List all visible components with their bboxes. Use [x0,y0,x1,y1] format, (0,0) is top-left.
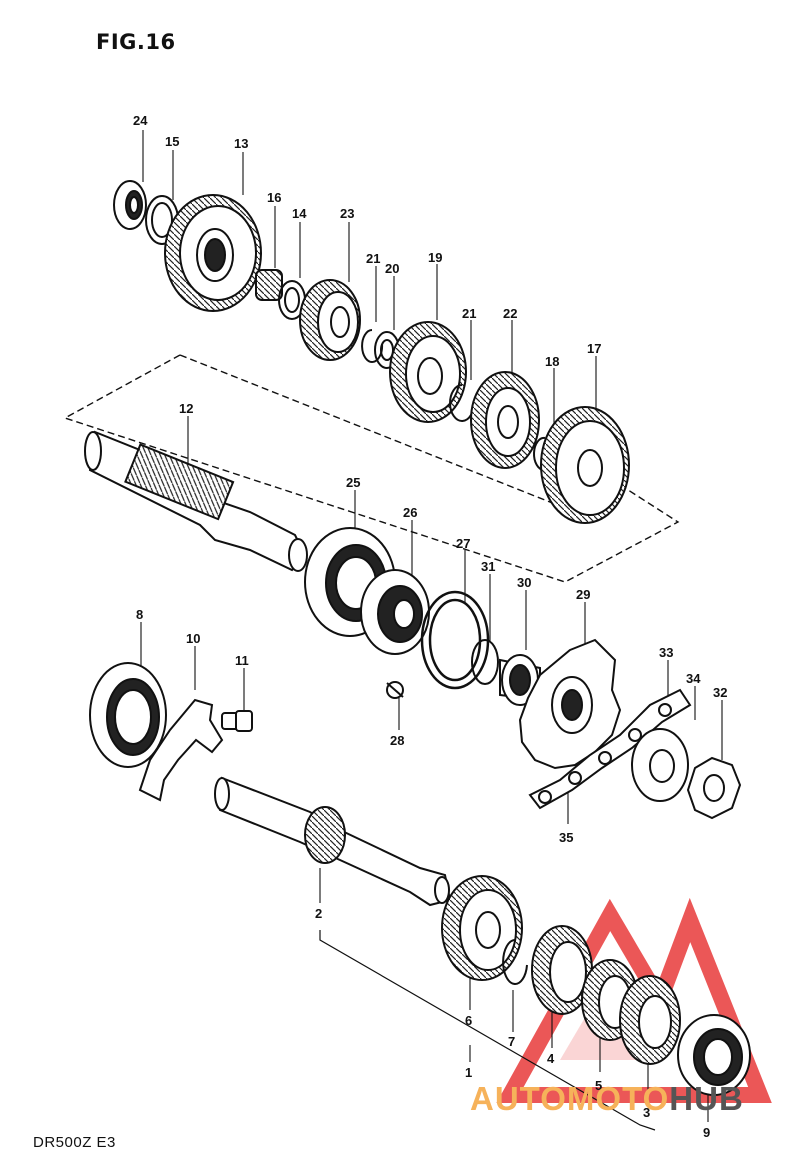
gear-17 [540,406,630,524]
callout-3: 3 [643,1105,650,1120]
gear-4 [531,925,593,1015]
watermark-text: AUTOMOTOHUB [470,1080,744,1118]
retainer-10 [138,698,224,802]
callout-33: 33 [659,645,673,660]
gear-23 [299,279,361,361]
callout-35: 35 [559,830,573,845]
callout-21b: 21 [462,306,476,321]
callout-28: 28 [390,733,404,748]
callout-18: 18 [545,354,559,369]
callout-1: 1 [465,1065,472,1080]
callout-22: 22 [503,306,517,321]
callout-2: 2 [315,906,322,921]
callout-34: 34 [686,671,701,686]
callout-26: 26 [403,505,417,520]
callout-10: 10 [186,631,200,646]
callout-31: 31 [481,559,495,574]
callout-15: 15 [165,134,179,149]
circlip-21-upper [361,329,384,363]
needle-bearing-16 [255,269,283,301]
callout-25: 25 [346,475,360,490]
callout-20: 20 [385,261,399,276]
callout-13: 13 [234,136,248,151]
circlip-7 [502,939,528,985]
callout-16: 16 [267,190,281,205]
watermark-auto: AUTO [470,1080,567,1117]
watermark-hub: HUB [669,1080,744,1117]
callout-5: 5 [595,1078,602,1093]
gear-3 [619,975,681,1065]
callout-12: 12 [179,401,193,416]
callout-30: 30 [517,575,531,590]
nut-32 [686,756,742,820]
countershaft-12 [84,430,308,572]
callout-24: 24 [133,113,148,128]
leader-lines [140,130,723,1122]
oring-31 [471,639,499,685]
callout-27: 27 [456,536,470,551]
callout-29: 29 [576,587,590,602]
gear-19 [389,321,467,423]
seal-26 [360,569,430,655]
callout-21a: 21 [366,251,380,266]
bearing-24 [113,180,147,230]
callout-17: 17 [587,341,601,356]
callout-19: 19 [428,250,442,265]
dashed-frame [63,354,680,583]
callout-14: 14 [292,206,307,221]
callout-numbers: 24 15 13 16 14 23 21 20 19 21 22 18 17 1… [133,113,727,1140]
callout-8: 8 [136,607,143,622]
callout-4: 4 [547,1051,555,1066]
figure-title: FIG.16 [96,30,176,54]
spacer-30 [499,654,541,706]
bearing-8 [89,662,167,768]
bracket-line-primary [319,930,656,1131]
callout-6: 6 [465,1013,472,1028]
drive-chain [528,688,692,810]
watermark-moto: MOTO [566,1080,670,1117]
screw-28 [386,681,404,699]
driveshaft-2 [214,776,452,907]
gear-22 [470,371,540,469]
callout-9: 9 [703,1125,710,1140]
bearing-9 [677,1014,751,1096]
bolt-11 [221,710,253,732]
callout-11: 11 [235,653,249,668]
model-label: DR500Z E3 [33,1134,116,1151]
callout-32: 32 [713,685,727,700]
sprocket-29 [518,638,622,770]
gear-6 [441,875,523,981]
callout-23: 23 [340,206,354,221]
callout-7: 7 [508,1034,515,1049]
oring-27 [420,590,490,690]
gear-13 [164,194,262,312]
lock-washer-34 [631,728,689,802]
